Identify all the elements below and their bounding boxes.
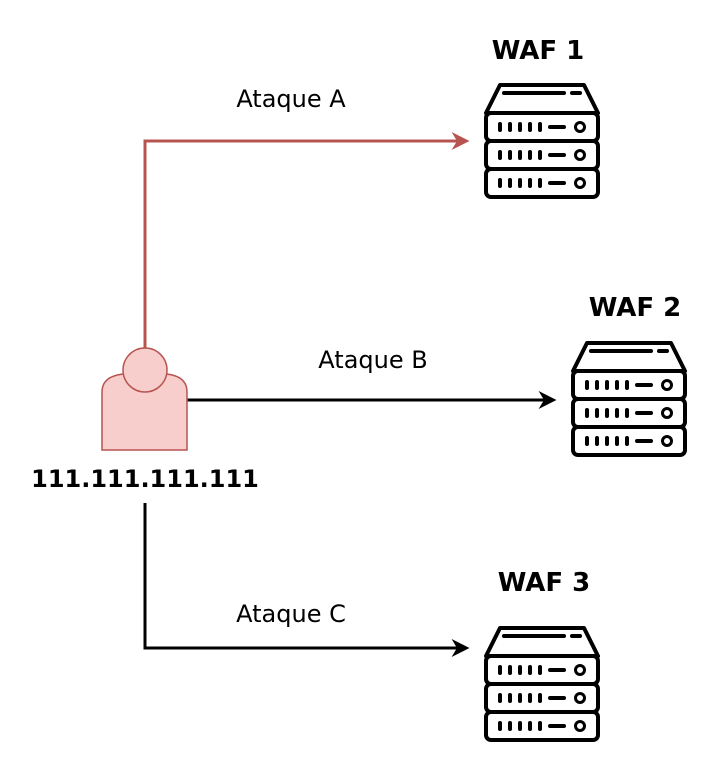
server-icon: [484, 626, 600, 742]
server-icon: [484, 83, 600, 199]
user-icon: [101, 347, 188, 451]
waf-2-title: WAF 2: [589, 293, 682, 323]
attacker-ip-label: 111.111.111.111: [31, 465, 259, 493]
attack-b-label: Ataque B: [318, 346, 427, 374]
attack-c-label: Ataque C: [236, 600, 346, 628]
waf-3-title: WAF 3: [498, 568, 591, 598]
attack-c-connector: [143, 503, 470, 657]
attack-a-label: Ataque A: [236, 85, 346, 113]
server-icon: [571, 341, 687, 457]
waf-1-title: WAF 1: [492, 36, 585, 66]
attack-a-connector: [143, 132, 470, 350]
